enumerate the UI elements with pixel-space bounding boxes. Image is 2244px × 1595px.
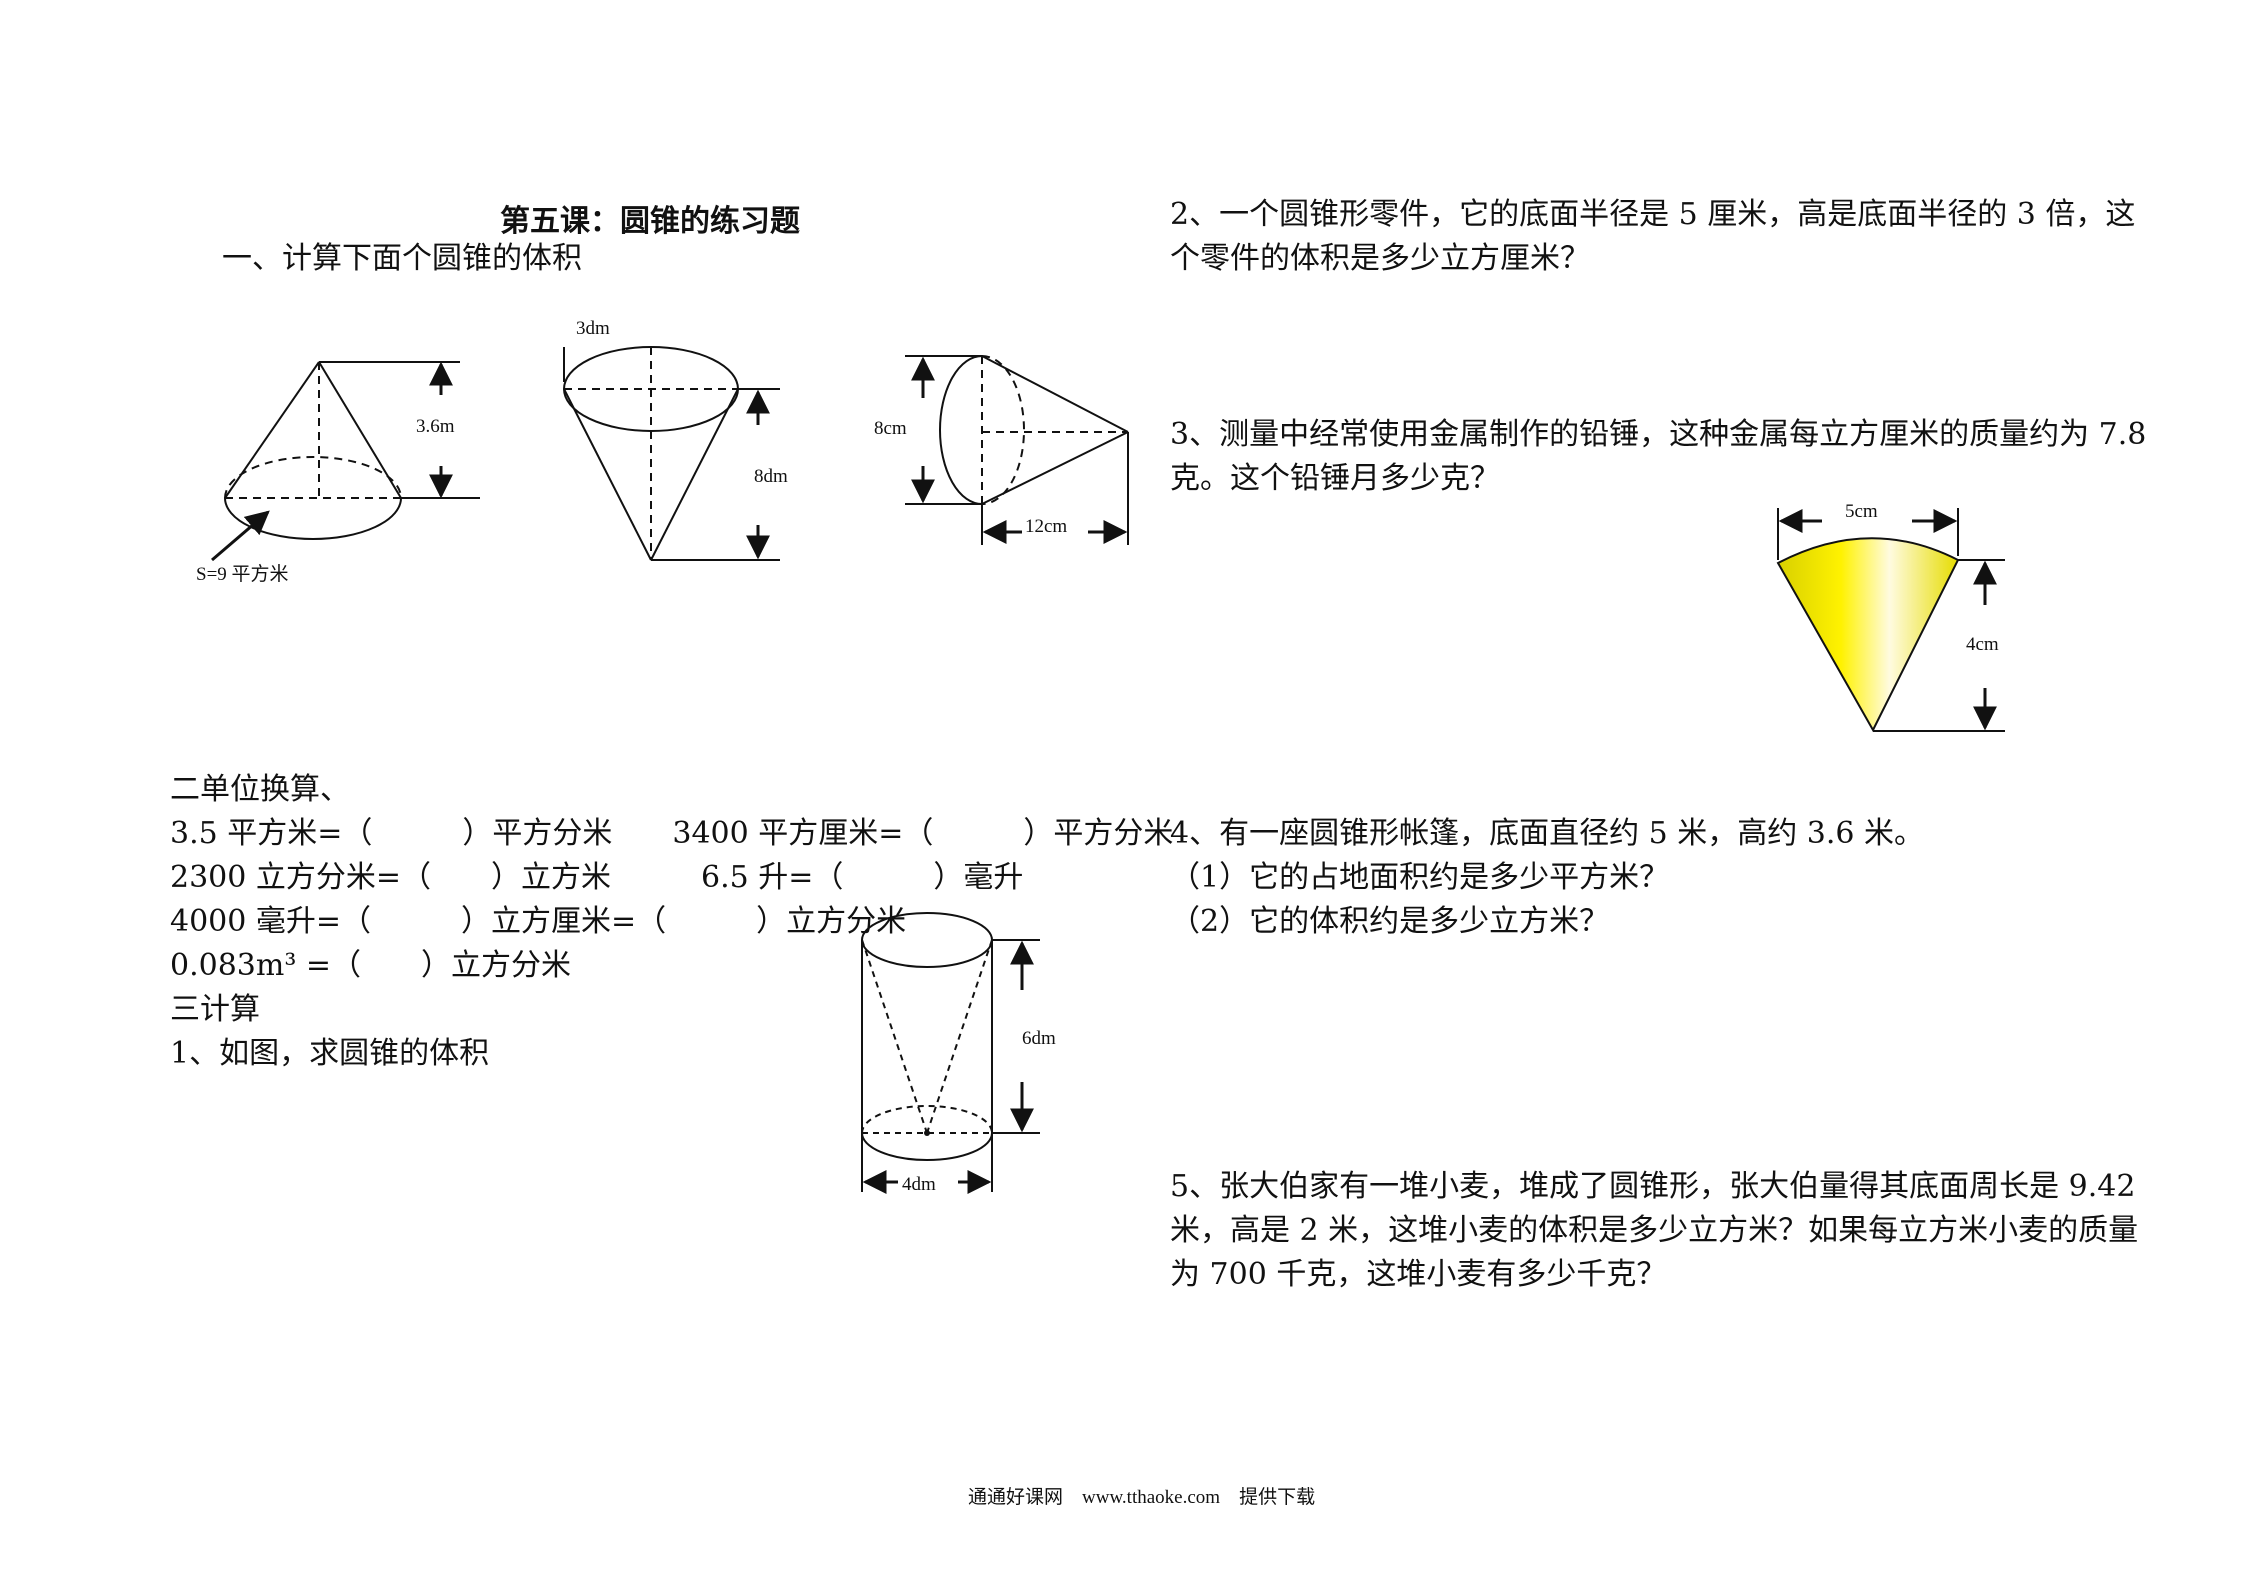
plumb-bob-height-label: 4cm xyxy=(1966,634,1999,655)
question-2-line-2: 个零件的体积是多少立方厘米？ xyxy=(1170,241,1590,276)
question-5-line-1: 5、张大伯家有一堆小麦，堆成了圆锥形，张大伯量得其底面周长是 9.42 xyxy=(1170,1169,2136,1204)
conversion-line-2: 2300 立方分米=（ ）立方米 6.5 升=（ ）毫升 xyxy=(170,860,1024,895)
conversion-line-4: 0.083m³ =（ ）立方分米 xyxy=(170,948,572,983)
conversion-line-3: 4000 毫升=（ ）立方厘米=（ ）立方分米 xyxy=(170,904,907,939)
cone-figure-2 xyxy=(563,346,780,561)
cone-2-diameter-label: 3dm xyxy=(576,318,610,339)
cone-figure-3 xyxy=(905,355,1129,545)
cylinder-diameter-label: 4dm xyxy=(902,1174,936,1195)
section-1-heading: 一、计算下面个圆锥的体积 xyxy=(222,241,582,276)
question-5-line-3: 为 700 千克，这堆小麦有多少千克？ xyxy=(1170,1257,1667,1292)
question-4-line-3: （2）它的体积约是多少立方米？ xyxy=(1170,904,1610,939)
plumb-bob-width-label: 5cm xyxy=(1845,501,1878,522)
section-2-heading: 二单位换算、 xyxy=(170,772,350,807)
plumb-bob-figure xyxy=(1776,508,2005,733)
cone-1-area-label: S=9 平方米 xyxy=(196,563,289,585)
question-4-line-1: 4、有一座圆锥形帐篷，底面直径约 5 米，高约 3.6 米。 xyxy=(1170,816,1925,851)
conversion-line-1: 3.5 平方米=（ ）平方分米 3400 平方厘米=（ ）平方分米 xyxy=(170,816,1174,851)
question-4-line-2: （1）它的占地面积约是多少平方米？ xyxy=(1170,860,1670,895)
question-2-line-1: 2、一个圆锥形零件，它的底面半径是 5 厘米，高是底面半径的 3 倍，这 xyxy=(1170,197,2136,232)
cylinder-cone-figure xyxy=(861,912,1040,1194)
question-3-line-2: 克。这个铅锤月多少克？ xyxy=(1170,461,1500,496)
cylinder-base-center xyxy=(924,1130,930,1136)
cone-figure-1 xyxy=(211,361,480,562)
page-title: 第五课：圆锥的练习题 xyxy=(500,204,800,239)
question-1: 1、如图，求圆锥的体积 xyxy=(170,1036,490,1071)
cone-3-length-label: 12cm xyxy=(1025,516,1067,537)
cylinder-height-label: 6dm xyxy=(1022,1028,1056,1049)
cone-2-height-label: 8dm xyxy=(754,466,788,487)
cone-1-height-label: 3.6m xyxy=(416,416,455,437)
cone-3-diameter-label: 8cm xyxy=(874,418,907,439)
question-3-line-1: 3、测量中经常使用金属制作的铅锤，这种金属每立方厘米的质量约为 7.8 xyxy=(1170,417,2147,452)
page-footer: 通通好课网 www.tthaoke.com 提供下载 xyxy=(968,1487,1316,1508)
question-5-line-2: 米，高是 2 米，这堆小麦的体积是多少立方米？如果每立方米小麦的质量 xyxy=(1170,1213,2139,1248)
section-3-heading: 三计算 xyxy=(170,992,260,1027)
